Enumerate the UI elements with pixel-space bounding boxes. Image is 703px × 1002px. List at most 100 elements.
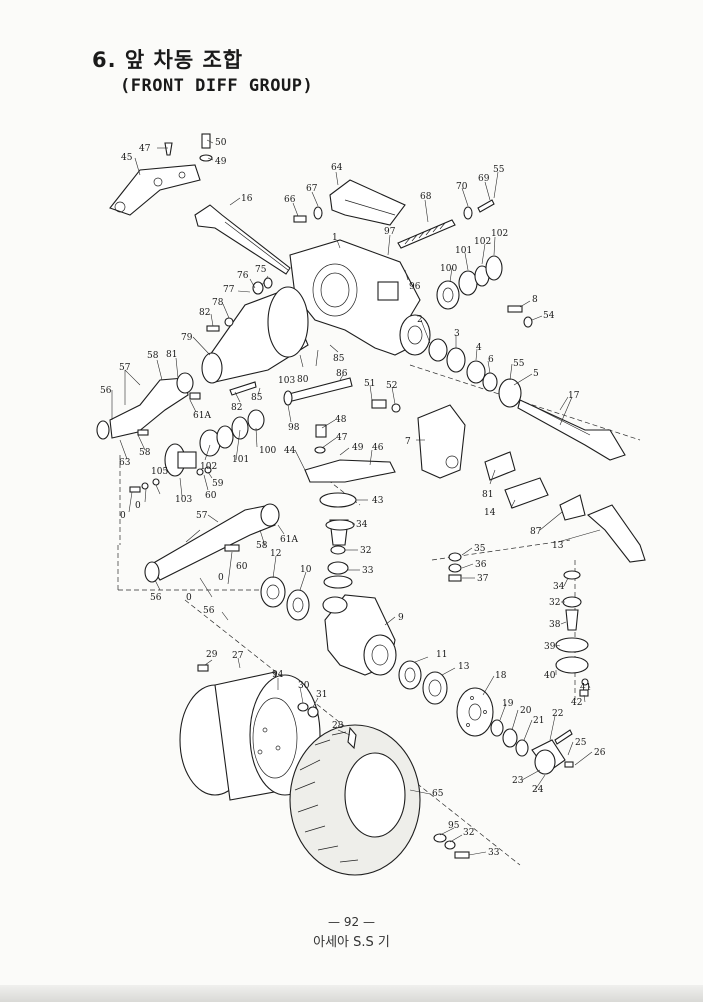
lower-propeller-shaft-part [144,503,280,583]
part-label: 35 [474,544,486,554]
part-label: 56 [150,593,162,603]
steering-knuckle-part [586,504,646,563]
part-label: 17 [568,391,580,401]
part-label: 47 [336,433,348,443]
callout-leader-lines [111,139,601,856]
part-label: 48 [335,415,347,425]
part-label: 85 [251,393,263,403]
part-label: 67 [306,184,318,194]
part-label: 81 [166,350,177,360]
part-label: 49 [352,443,364,453]
part-label: 58 [147,351,159,361]
part-label: 34 [553,582,565,592]
part-label: 85 [333,354,345,364]
part-label: 21 [533,716,544,726]
part-label: 9 [398,613,404,623]
part-label: 103 [278,376,295,386]
part-label: 58 [256,541,268,551]
part-label: 32 [360,546,371,556]
part-label: 86 [336,369,348,379]
part-label: 7 [405,437,411,447]
part-label: 19 [502,699,514,709]
part-label: 69 [478,174,490,184]
part-label: 8 [532,295,538,305]
part-label: 28 [332,721,344,731]
part-label: 12 [270,549,281,559]
part-label: 25 [575,738,587,748]
part-label: 56 [203,606,215,616]
axle-seal-set [260,576,310,621]
carrier-cone-part [201,286,309,384]
part-label: 68 [420,192,432,202]
right-bearing-set [436,255,503,310]
part-label: 26 [594,748,606,758]
final-gear-case-part [322,594,397,676]
left-axle-shaft-part [194,204,291,275]
part-label: 46 [372,443,384,453]
part-label: 42 [571,698,582,708]
part-label: 97 [384,227,396,237]
scan-bottom-edge [0,985,703,1002]
part-label: 50 [215,138,227,148]
part-label: 98 [288,423,300,433]
part-label: 60 [205,491,217,501]
left-bearing-and-flange-set [164,409,265,477]
part-label: 100 [440,264,457,274]
part-label: 51 [364,379,375,389]
hub-flange-part [456,687,494,737]
assembly-line [184,599,521,866]
threaded-rod-part [397,199,495,249]
part-label: 101 [232,455,249,465]
section-title-korean: 6. 앞 차동 조합 [92,48,244,72]
part-label: 37 [477,574,489,584]
part-label: 55 [513,359,525,369]
part-label: 81 [482,490,493,500]
part-label: 65 [432,789,444,799]
bolt-part [507,305,533,328]
tractor-tire-part [289,724,421,876]
part-label: 102 [200,462,217,472]
part-label: 0 [186,593,192,603]
bolt-part [293,206,323,223]
right-flange-ring-set [428,338,522,408]
part-label: 102 [474,237,491,247]
part-label: 100 [259,446,276,456]
part-label: 95 [448,821,460,831]
part-label: 0 [135,501,141,511]
part-label: 30 [298,681,310,691]
hub-bearing-set [398,660,448,705]
part-label: 57 [119,363,131,373]
section-title-english: (FRONT DIFF GROUP) [120,76,314,96]
part-label: 82 [231,403,242,413]
part-label: 101 [455,246,472,256]
small-fastener-set [129,429,212,493]
part-label: 34 [356,520,368,530]
part-label: 38 [549,620,561,630]
part-label: 94 [272,670,284,680]
part-label: 80 [297,375,309,385]
part-label: 0 [218,573,224,583]
part-label: 63 [119,458,131,468]
part-label: 45 [121,153,133,163]
part-label: 66 [284,195,296,205]
part-label: 4 [476,343,482,353]
part-label: 20 [520,706,532,716]
part-label: 57 [196,511,208,521]
part-label: 32 [549,598,560,608]
part-label: 105 [151,467,168,477]
hub-axle-stub-part [531,729,574,775]
cover-plate-part [329,179,406,226]
differential-housing-part [289,239,431,356]
part-label: 36 [475,560,487,570]
part-label: 33 [488,848,500,858]
part-label: 29 [206,650,218,660]
part-label: 54 [543,311,555,321]
part-label: 41 [580,683,591,693]
page-number: — 92 — [328,915,375,929]
part-label: 10 [300,565,312,575]
part-label: 3 [454,329,460,339]
part-label: 52 [386,381,397,391]
part-label: 13 [458,662,470,672]
part-label: 24 [532,785,544,795]
